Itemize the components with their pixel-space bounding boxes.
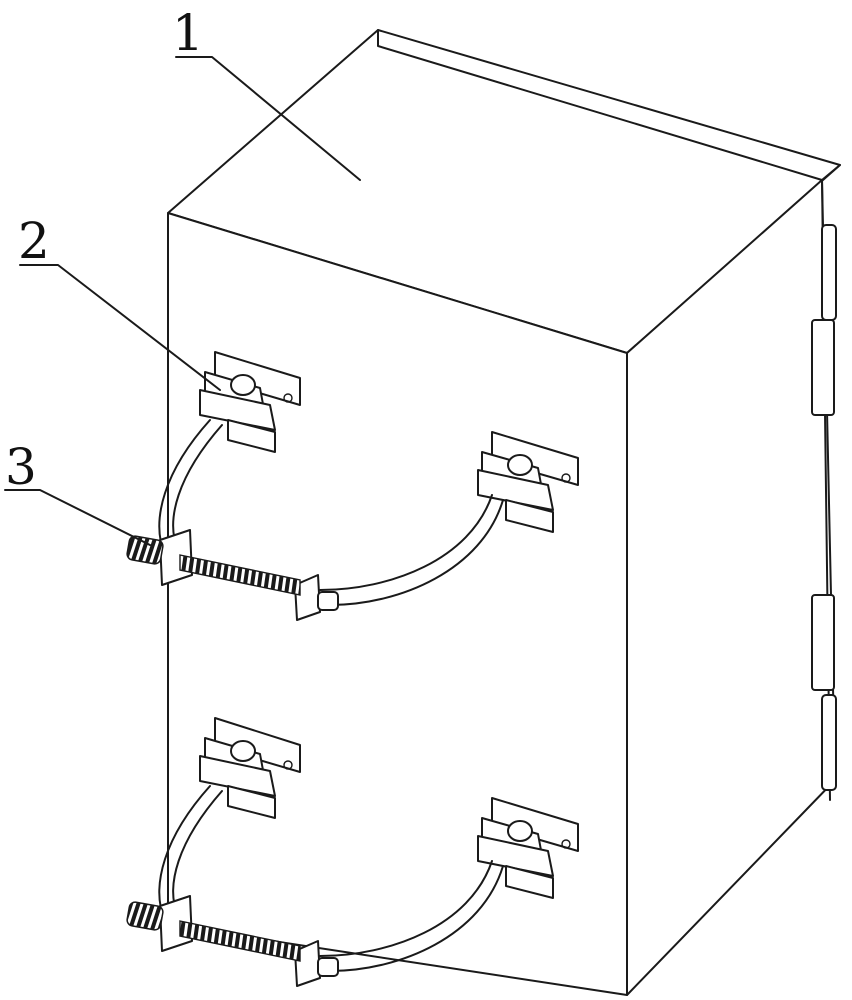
lower-right-clamp bbox=[477, 797, 579, 899]
upper-handle-assembly bbox=[126, 351, 579, 621]
label-1: 1 bbox=[172, 4, 204, 62]
leader-line-1 bbox=[175, 56, 361, 181]
label-2: 2 bbox=[18, 212, 50, 270]
hinge-lower bbox=[811, 594, 835, 691]
lower-nut bbox=[317, 957, 339, 977]
upper-threaded-rod bbox=[179, 554, 301, 596]
leader-line-2 bbox=[19, 264, 221, 391]
upper-knob bbox=[126, 535, 164, 565]
hinges bbox=[811, 224, 837, 791]
cabinet-front-face bbox=[167, 212, 628, 996]
upper-nut bbox=[317, 591, 339, 611]
lower-threaded-rod bbox=[179, 920, 301, 962]
hinge-pin-upper bbox=[821, 224, 837, 321]
upper-left-clamp bbox=[199, 351, 301, 453]
upper-right-clamp bbox=[477, 431, 579, 533]
upper-right-connector bbox=[294, 574, 321, 621]
lower-left-clamp bbox=[199, 717, 301, 819]
lower-knob bbox=[126, 901, 164, 931]
leader-lines bbox=[4, 56, 361, 546]
cabinet-lid-lip bbox=[377, 29, 841, 181]
label-3: 3 bbox=[5, 438, 37, 496]
lower-right-connector bbox=[294, 940, 321, 987]
hinge-upper bbox=[811, 319, 835, 416]
cabinet-body bbox=[167, 29, 841, 996]
lower-handle-assembly bbox=[126, 717, 579, 987]
leader-line-3 bbox=[4, 489, 151, 546]
hinge-pin-lower bbox=[821, 694, 837, 791]
